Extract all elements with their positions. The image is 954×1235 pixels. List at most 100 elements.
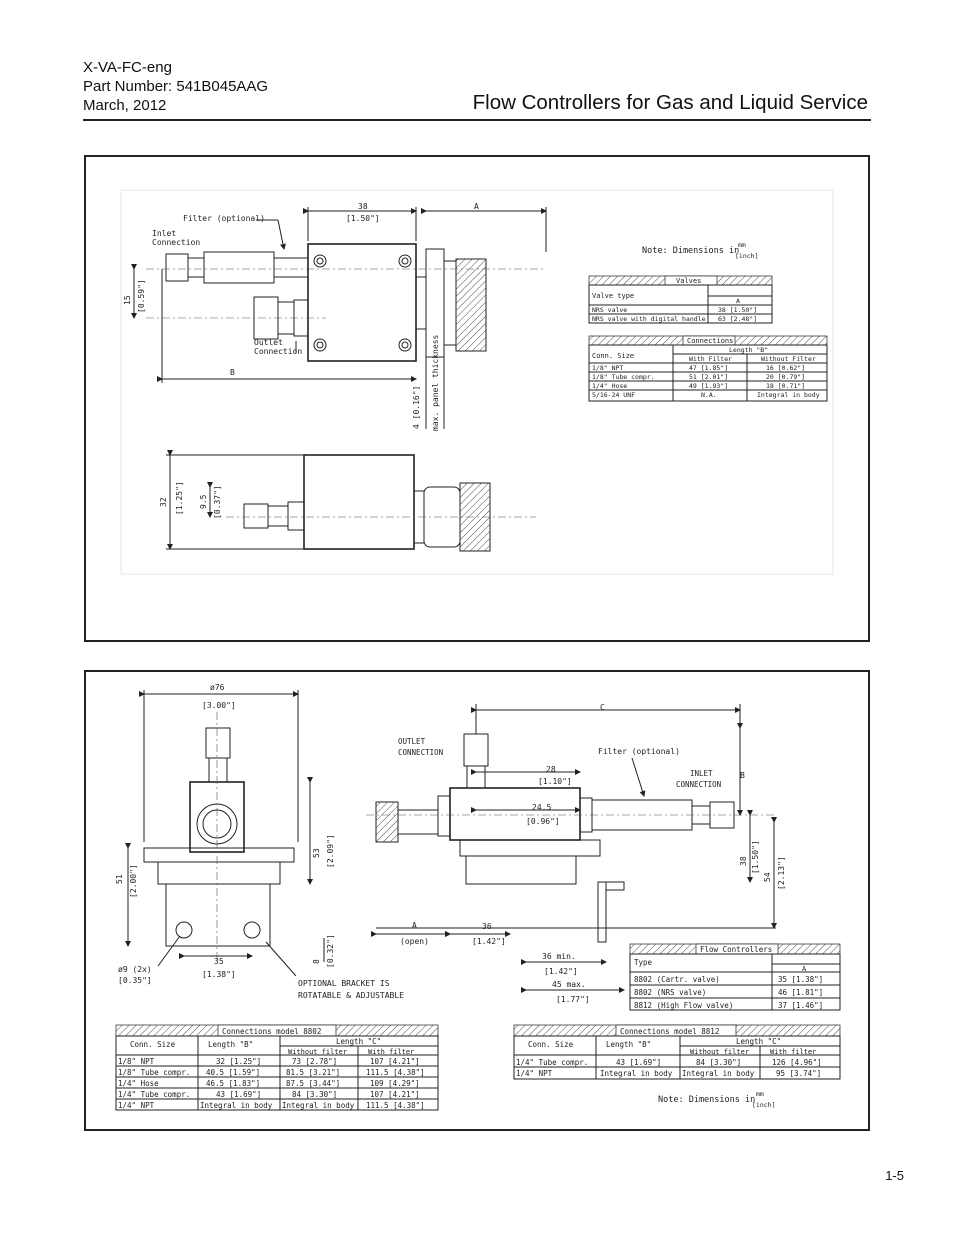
dim-b-2: B — [740, 771, 745, 780]
t8802-sub-with: With filter — [368, 1048, 414, 1056]
dim-a-2: A — [412, 921, 417, 930]
dim-35: 35 — [214, 957, 224, 966]
dim-32: 32 — [159, 497, 168, 507]
t8802-r5-b: Integral in body — [200, 1101, 273, 1110]
valves-col-a: A — [736, 297, 740, 305]
dim-24-5: 24.5 — [532, 803, 551, 812]
conn-row-4-without: Integral in body — [757, 391, 820, 399]
fc-row-2-a: 46 [1.81"] — [778, 988, 823, 997]
t8802-col-c: Length "C" — [336, 1037, 381, 1046]
dim-38: 38 — [358, 202, 368, 211]
t8802-r2-c1: 81.5 [3.21"] — [286, 1068, 340, 1077]
t8812-title: Connections model 8812 — [620, 1027, 719, 1036]
dim-9-5: 9.5 — [199, 494, 208, 509]
t8802-r4-b: 43 [1.69"] — [216, 1090, 261, 1099]
dim-32-inch: [1.25"] — [175, 481, 184, 515]
inlet-label-2: INLET — [690, 769, 713, 778]
t8812-col-b: Length "B" — [606, 1040, 651, 1049]
conn-row-3-with: 49 [1.93"] — [689, 382, 728, 390]
t8802-r5-c2: 111.5 [4.38"] — [366, 1101, 425, 1110]
valves-row-2-a: 63 [2.48"] — [718, 315, 757, 323]
t8802-r2-b: 40.5 [1.59"] — [206, 1068, 260, 1077]
connections-col-size: Conn. Size — [592, 352, 634, 360]
valves-row-1-a: 38 [1.50"] — [718, 306, 757, 314]
t8812-r1-size: 1/4" Tube compr. — [516, 1058, 588, 1067]
dim-b: B — [230, 368, 235, 377]
document-date: March, 2012 — [83, 97, 167, 114]
t8812-r1-b: 43 [1.69"] — [616, 1058, 661, 1067]
part-number: Part Number: 541B045AAG — [83, 78, 269, 95]
note-unit-inch-2: [inch] — [752, 1101, 775, 1109]
dim-45: 45 max. — [552, 980, 586, 989]
t8802-r4-c1: 84 [3.30"] — [292, 1090, 337, 1099]
note-text-2: Note: Dimensions in — [658, 1095, 755, 1105]
dim-38-inch: [1.50"] — [346, 214, 380, 223]
conn-row-1-size: 1/8" NPT — [592, 364, 623, 372]
conn-row-2-size: 1/8" Tube compr. — [592, 373, 655, 381]
dim-35-inch: [1.38"] — [202, 970, 236, 979]
t8812-r2-c1: Integral in body — [682, 1069, 755, 1078]
dim-15: 15 — [123, 295, 132, 305]
t8812-r2-c2: 95 [3.74"] — [776, 1069, 821, 1078]
technical-drawing-2: ø76 [3.00"] 51 [2.00"] 53 [2.09"] 8 [0.3… — [115, 683, 841, 1111]
dim-36-inch: [1.42"] — [472, 937, 506, 946]
t8802-r5-size: 1/4" NPT — [118, 1101, 155, 1110]
dim-4: 4 [0.16"] — [412, 386, 421, 429]
technical-drawing-1: Filter (optional) Inlet Connection Outle… — [120, 189, 834, 575]
note-unit-inch: [inch] — [735, 252, 758, 260]
connections-col-group: Length "B" — [729, 346, 768, 354]
flow-controllers-table — [629, 943, 841, 1011]
filter-label-2: Filter (optional) — [598, 747, 680, 756]
drawing-panel-2: ø76 [3.00"] 51 [2.00"] 53 [2.09"] 8 [0.3… — [84, 670, 870, 1131]
t8812-r1-c1: 84 [3.30"] — [696, 1058, 741, 1067]
t8812-r1-c2: 126 [4.96"] — [772, 1058, 822, 1067]
dim-53-inch: [2.09"] — [326, 834, 335, 868]
top-view — [146, 219, 546, 362]
t8802-r1-b: 32 [1.25"] — [216, 1057, 261, 1066]
conn-row-3-without: 18 [0.71"] — [766, 382, 805, 390]
fc-row-1-a: 35 [1.38"] — [778, 975, 823, 984]
model-8802-table — [115, 1024, 439, 1111]
t8812-col-size: Conn. Size — [528, 1040, 574, 1049]
inlet-label-2b: CONNECTION — [676, 780, 721, 789]
fc-row-1-type: 8802 (Cartr. valve) — [634, 975, 720, 984]
conn-row-4-size: 5/16-24 UNF — [592, 391, 635, 399]
inlet-label-2: Connection — [152, 238, 200, 247]
t8802-r4-c2: 107 [4.21"] — [370, 1090, 420, 1099]
valves-col-type: Valve type — [592, 292, 634, 300]
dim-36-min: 36 min. — [542, 952, 576, 961]
t8802-rows: 1/8" NPT 32 [1.25"] 73 [2.78"] 107 [4.21… — [118, 1057, 425, 1110]
t8802-sub-without: Without filter — [288, 1048, 347, 1056]
t8812-col-c: Length "C" — [736, 1037, 781, 1046]
t8802-col-b: Length "B" — [208, 1040, 253, 1049]
dim-76-inch: [3.00"] — [202, 701, 236, 710]
valves-row-2-type: NRS valve with digital handle — [592, 315, 706, 323]
outlet-label-2: Connection — [254, 347, 302, 356]
dim-36-min-inch: [1.42"] — [544, 967, 578, 976]
dim-9: ø9 (2x) — [118, 965, 152, 974]
dim-45-inch: [1.77"] — [556, 995, 590, 1004]
connections-sub-without: Without Filter — [761, 355, 816, 363]
fc-col-type: Type — [634, 958, 653, 967]
t8802-r3-c2: 109 [4.29"] — [370, 1079, 420, 1088]
drawing-panel-1: Filter (optional) Inlet Connection Outle… — [84, 155, 870, 642]
t8802-r3-c1: 87.5 [3.44"] — [286, 1079, 340, 1088]
note-text: Note: Dimensions in — [642, 246, 739, 256]
connections-sub-with: With Filter — [689, 355, 732, 363]
dim-28: 28 — [546, 765, 556, 774]
conn-row-2-with: 51 [2.01"] — [689, 373, 728, 381]
dim-51: 51 — [115, 874, 124, 884]
document-id: X-VA-FC-eng — [83, 59, 172, 76]
conn-row-1-with: 47 [1.85"] — [689, 364, 728, 372]
conn-row-1-without: 16 [0.62"] — [766, 364, 805, 372]
valves-table-title: Valves — [676, 277, 701, 285]
page-title: Flow Controllers for Gas and Liquid Serv… — [472, 91, 868, 114]
t8802-col-size: Conn. Size — [130, 1040, 176, 1049]
side-view — [226, 454, 536, 552]
t8802-r2-size: 1/8" Tube compr. — [118, 1068, 190, 1077]
page-number: 1-5 — [885, 1168, 904, 1183]
bracket-note-2: ROTATABLE & ADJUSTABLE — [298, 991, 404, 1000]
outlet-label-2: OUTLET — [398, 737, 426, 746]
t8812-sub-without: Without filter — [690, 1048, 749, 1056]
fc-col-a: A — [802, 965, 807, 973]
